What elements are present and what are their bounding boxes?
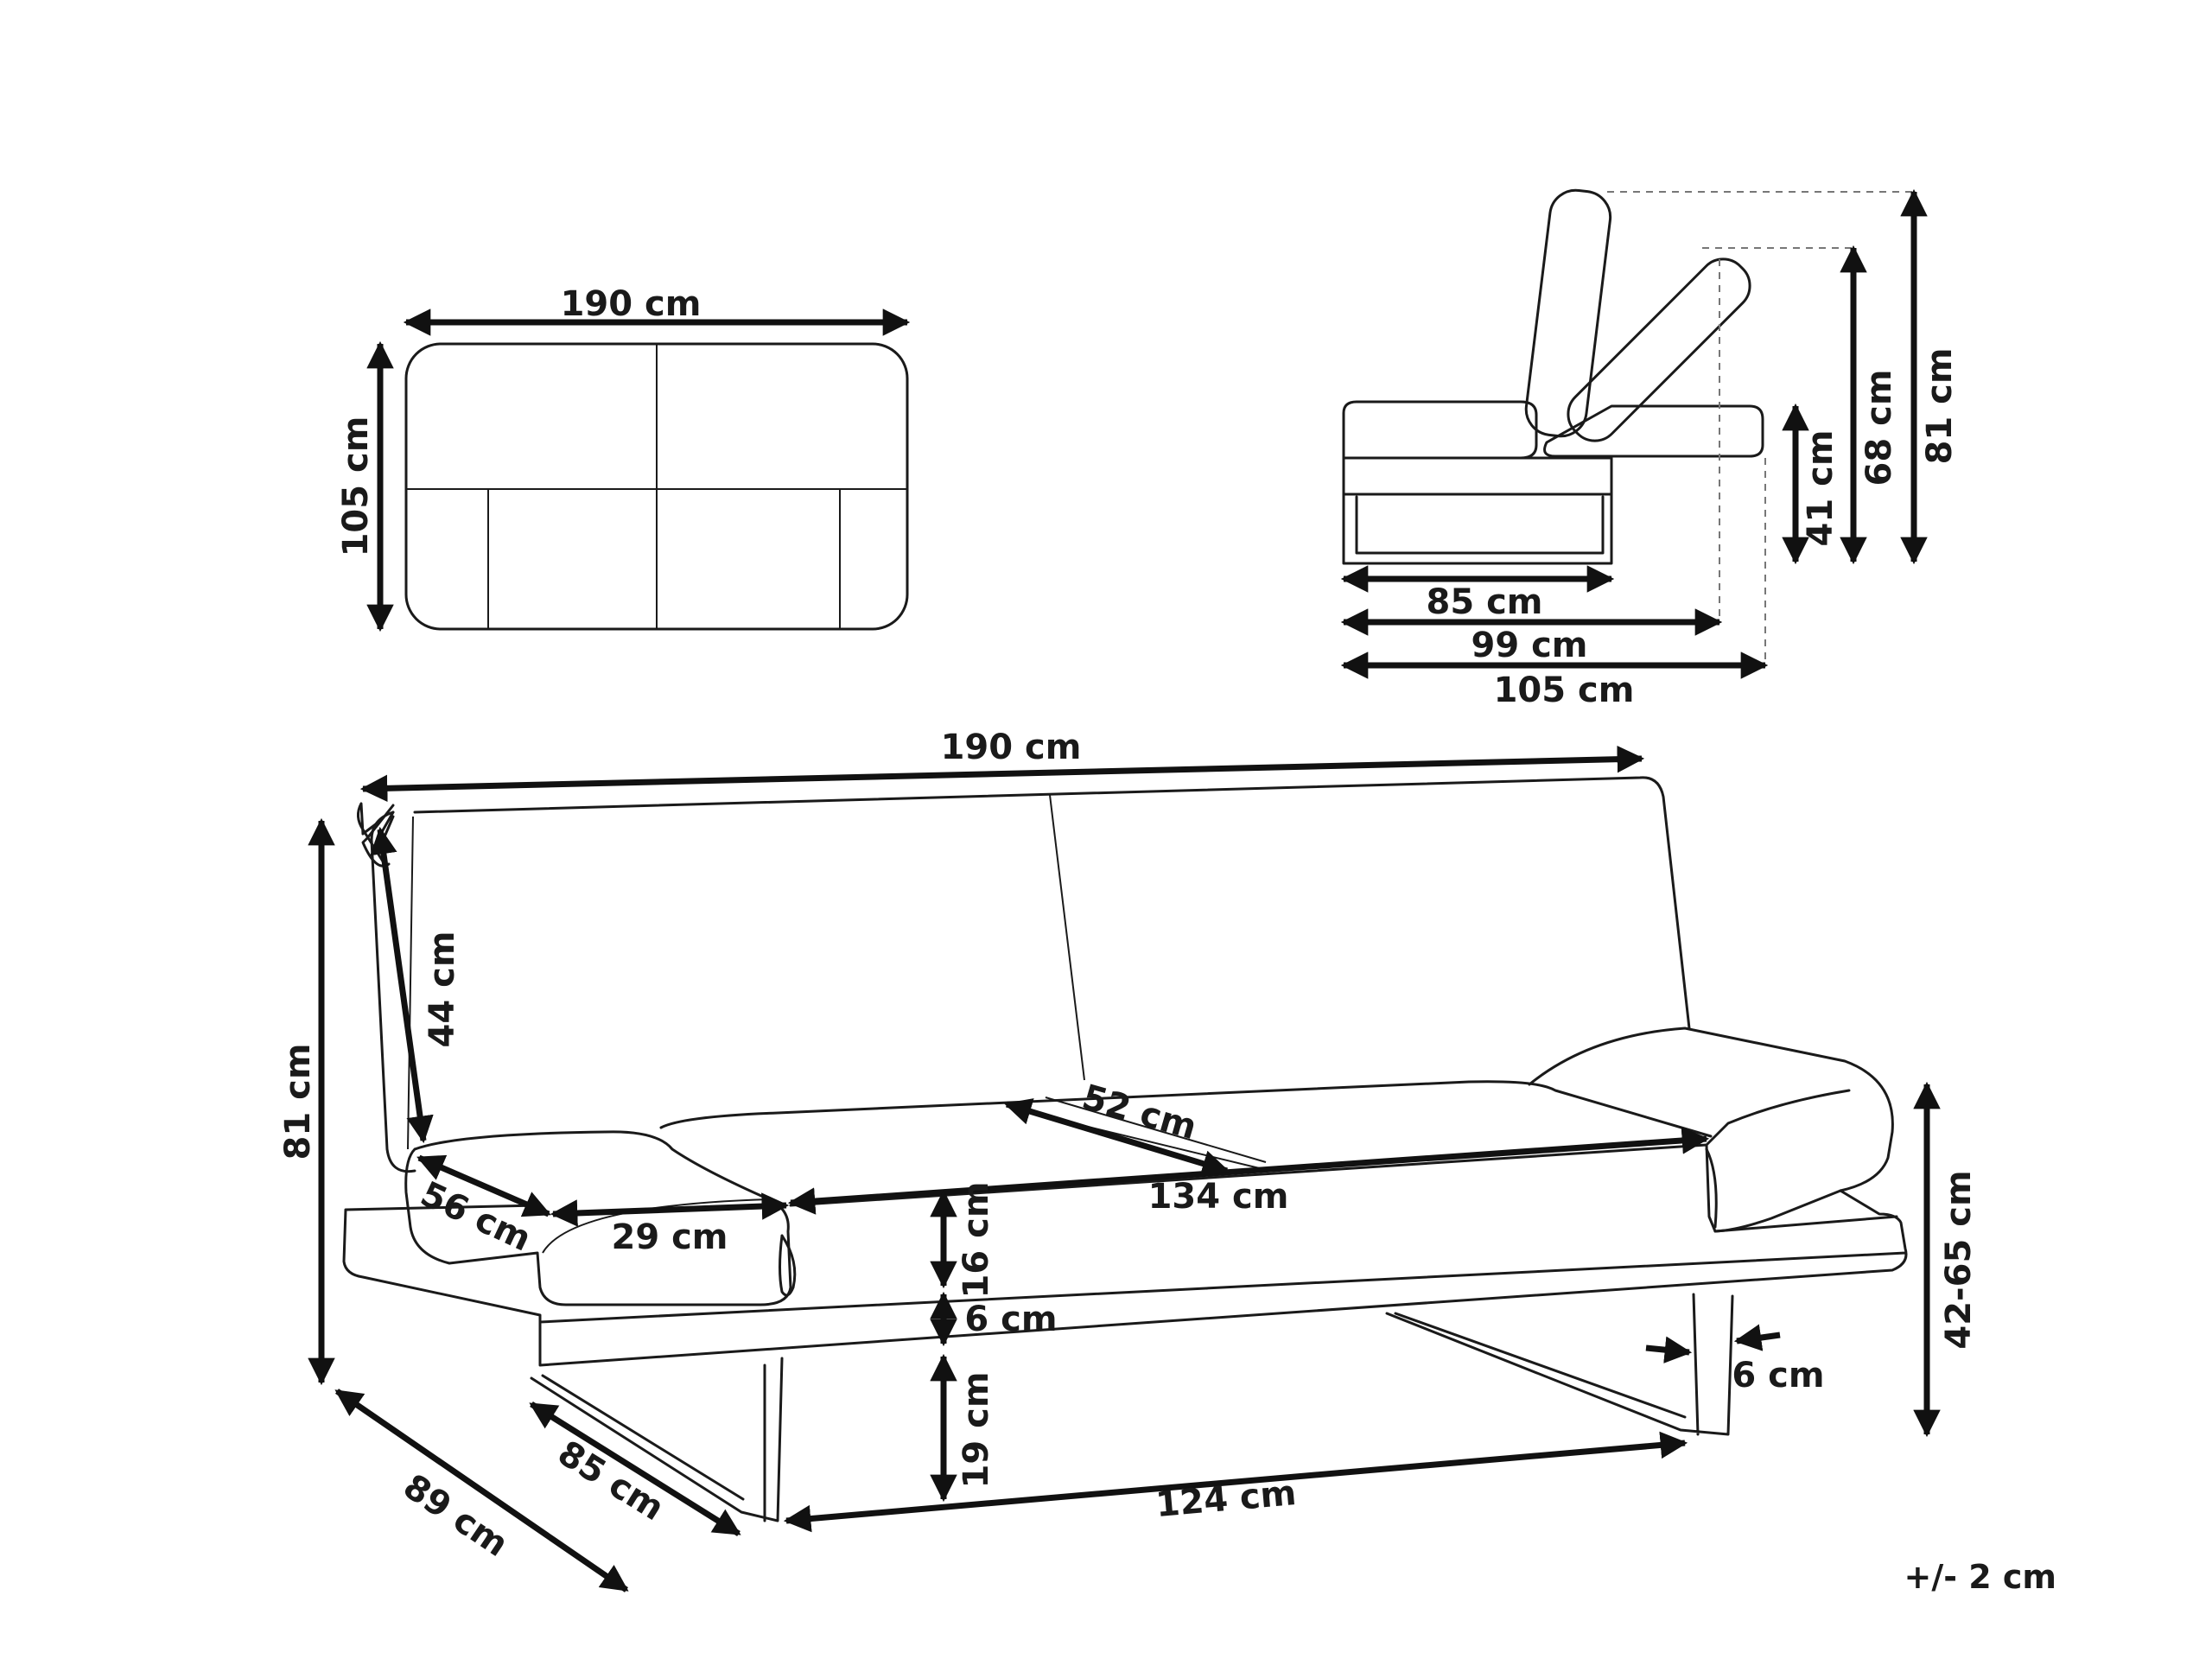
right-leg-frame <box>1385 1293 1734 1436</box>
backrest-center-seam <box>1049 794 1085 1081</box>
side-backrest-reclined <box>1567 257 1751 442</box>
front-view: 190 cm 81 cm 44 cm 56 cm 29 cm 134 cm 52… <box>278 728 1979 1592</box>
side-depth-99-label: 99 cm <box>1471 626 1588 665</box>
side-height-41-label: 41 cm <box>1801 430 1840 547</box>
seat-depth-inner-arrow <box>1003 1098 1230 1177</box>
backrest-label: 44 cm <box>423 931 462 1048</box>
seat-length-label: 134 cm <box>1148 1177 1289 1217</box>
armrest-width-label: 29 cm <box>612 1217 728 1257</box>
seat-cushion <box>659 1080 1713 1138</box>
seat-depth-inner-label: 52 cm <box>1077 1077 1200 1147</box>
tolerance-note: +/- 2 cm <box>1904 1558 2056 1596</box>
seat-depth-arrow <box>416 1154 551 1217</box>
base-thickness-label: 6 cm <box>964 1300 1057 1339</box>
right-armrest <box>1528 1027 1894 1233</box>
side-depth-85-label: 85 cm <box>1427 582 1543 622</box>
leg-width-arrow-left <box>1645 1336 1693 1363</box>
side-seat-cushion <box>1342 400 1538 460</box>
cushion-thickness-label: 16 cm <box>957 1182 996 1299</box>
seat-depth-label: 56 cm <box>415 1174 537 1260</box>
side-height-81-label: 81 cm <box>1920 348 1960 465</box>
left-armrest <box>404 1130 792 1306</box>
backrest-arrow <box>370 826 434 1144</box>
front-width-label: 190 cm <box>941 728 1082 767</box>
left-armrest-strap <box>779 1234 797 1297</box>
leg-span-arrow <box>783 1431 1688 1533</box>
side-leg-frame <box>1342 493 1613 565</box>
leg-span-label: 124 cm <box>1154 1473 1298 1525</box>
armrest-height-label: 42-65 cm <box>1939 1170 1979 1349</box>
side-view: 81 cm 68 cm 41 cm 85 cm 99 cm 105 cm <box>1340 188 1960 710</box>
side-depth-105-label: 105 cm <box>1494 671 1635 710</box>
front-height-label: 81 cm <box>278 1044 318 1160</box>
total-depth-label: 89 cm <box>396 1466 515 1565</box>
backrest-inner-edge <box>407 816 414 1150</box>
leg-width-label: 6 cm <box>1732 1356 1824 1395</box>
total-depth-arrow <box>334 1389 629 1592</box>
side-height-68-label: 68 cm <box>1859 370 1899 486</box>
leg-width-arrow-right <box>1733 1324 1781 1351</box>
top-depth-label: 105 cm <box>336 416 376 557</box>
top-width-label: 190 cm <box>561 284 702 324</box>
front-width-arrow <box>359 745 1645 803</box>
side-backrest-upright <box>1524 188 1612 438</box>
base-platform <box>342 1189 1908 1367</box>
side-armrest-flat <box>1543 404 1764 458</box>
armrest-width-arrow <box>550 1192 790 1227</box>
side-seat-base <box>1342 456 1613 496</box>
top-view: 190 cm 105 cm <box>336 284 911 632</box>
leg-height-label: 19 cm <box>957 1372 996 1489</box>
